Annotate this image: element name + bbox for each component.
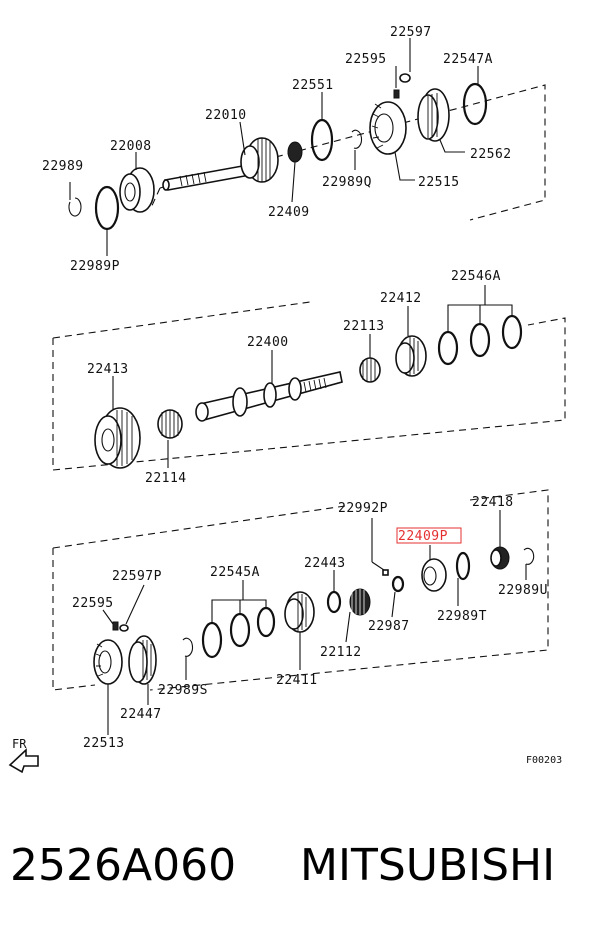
frame-outline-1 [149,84,546,221]
label-22989S: 22989S [158,683,208,698]
leader-22112 [345,611,351,643]
leader-22545A [211,580,267,623]
label-22418: 22418 [472,495,514,510]
label-22447: 22447 [120,707,162,722]
label-22010: 22010 [205,108,247,123]
brand-name: MITSUBISHI [300,840,556,891]
ring-22545A-b [229,612,251,648]
label-22987: 22987 [368,619,410,634]
label-fr: FR [12,737,27,751]
label-22595-top: 22595 [345,52,387,67]
leader-22992P-b [371,561,385,571]
label-22515: 22515 [418,175,460,190]
front-arrow-icon [8,748,39,774]
shaft-22010 [162,137,279,191]
needle-bearing-22113 [359,357,381,383]
gear-22413 [94,407,141,469]
label-22547A: 22547A [443,52,493,67]
leader-22010 [239,121,246,156]
label-22989T: 22989T [437,609,487,624]
key-22595-bottom [112,621,119,631]
label-22112: 22112 [320,645,362,660]
ring-22546A-a [437,330,459,366]
synchronizer-22515 [369,101,407,155]
leader-22515 [394,151,415,181]
label-22413: 22413 [87,362,129,377]
spring-22597 [399,73,411,83]
label-22597P: 22597P [112,569,162,584]
ring-22545A-c [256,606,276,638]
section-output [52,489,549,735]
frame-outline-2 [52,301,566,471]
label-22513: 22513 [83,736,125,751]
ring-22546A-b [469,322,491,358]
leader-22987 [391,591,396,618]
ring-22551 [310,118,334,162]
label-22989U: 22989U [498,583,548,598]
label-22546A: 22546A [451,269,501,284]
sleeve-22447 [128,635,157,685]
section-main-shaft [52,285,566,471]
leader-22409 [291,161,296,203]
needle-bearing-22409 [287,141,303,163]
needle-bearing-22112 [349,588,371,616]
label-22409: 22409 [268,205,310,220]
washer-22987 [391,575,405,593]
ring-22545A-a [201,621,223,659]
ring-22989T [455,551,471,581]
gear-22411 [284,591,315,633]
leader-22597P [125,584,145,625]
label-22114: 22114 [145,471,187,486]
snap-ring-22989 [68,197,82,217]
clip-22989U [523,547,535,565]
ring-22443 [326,590,342,614]
label-22443: 22443 [304,556,346,571]
label-22595-bottom: 22595 [72,596,114,611]
spring-22597P [119,624,129,632]
figure-code: F00203 [526,755,562,766]
needle-bearing-22114 [157,409,183,439]
gear-22412 [395,335,427,377]
label-22989: 22989 [42,159,84,174]
label-22545A: 22545A [210,565,260,580]
ball-22992P [382,569,389,576]
synchronizer-22513 [93,639,123,685]
label-22562: 22562 [470,147,512,162]
highlight-box-22409P [396,527,462,544]
label-22400: 22400 [247,335,289,350]
part-caption: 2526A060 MITSUBISHI [0,830,600,910]
label-22008: 22008 [110,139,152,154]
label-22989P: 22989P [70,259,120,274]
sleeve-22562 [417,88,450,142]
ring-22989P [94,185,120,231]
leader-22595-bottom [102,609,114,625]
part-number: 2526A060 [10,840,237,891]
key-22595-top [393,89,400,99]
ring-22547A [462,82,488,126]
label-22551: 22551 [292,78,334,93]
gear-22418 [490,546,510,570]
bearing-22409P [421,558,447,592]
label-22412: 22412 [380,291,422,306]
ring-22546A-c [501,314,523,350]
clip-22989Q [351,129,363,149]
leader-22562 [439,139,465,153]
label-22411: 22411 [276,673,318,688]
label-22992P: 22992P [338,501,388,516]
label-22597: 22597 [390,25,432,40]
label-22989Q: 22989Q [322,175,372,190]
label-22113: 22113 [343,319,385,334]
frame-outline-3 [52,489,549,691]
section-input-shaft [68,38,546,256]
clip-22989S [182,637,194,657]
fr-direction-indicator [8,748,39,774]
bearing-22008 [119,167,155,213]
leader-22546A [447,285,513,332]
main-shaft-22400 [195,371,343,422]
label-22409P[interactable]: 22409P [398,529,448,544]
